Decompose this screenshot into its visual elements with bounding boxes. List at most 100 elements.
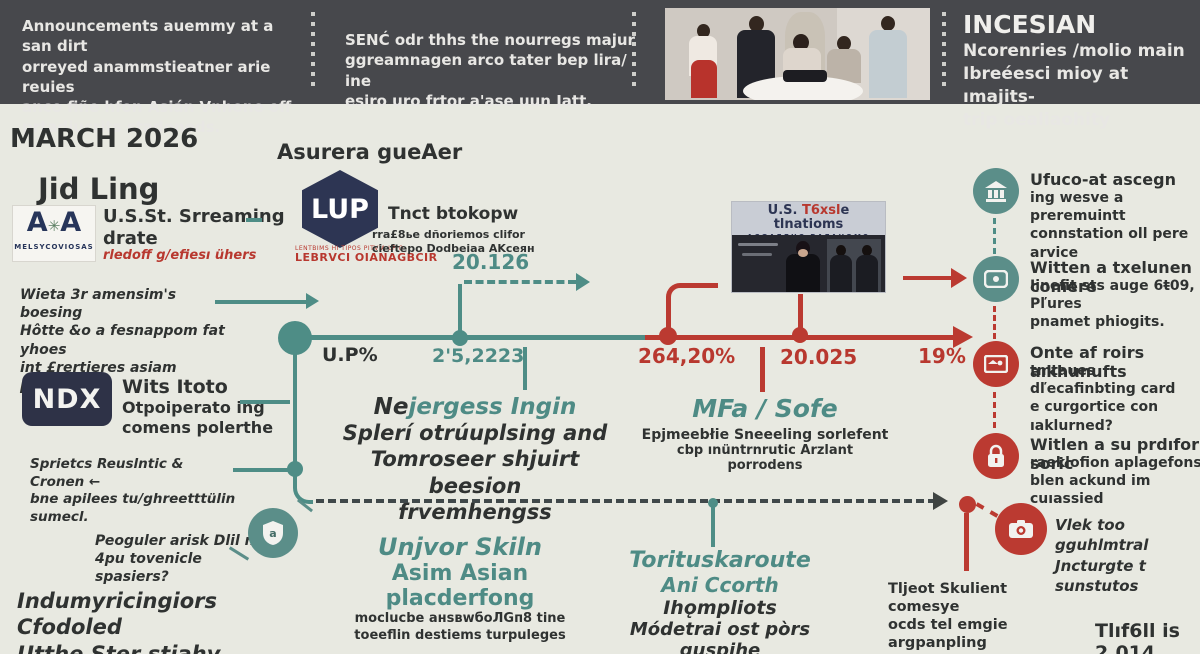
- toritus-title-4: Módetrai ost pòrs guspihe: [629, 619, 811, 654]
- mfa-block: MFa / Sofe Epjmeebłie Sneeeling sorlefen…: [640, 394, 890, 473]
- header-title: INCESIAN: [963, 10, 1097, 39]
- header-divider-1: [311, 12, 315, 92]
- nejergess-body: Splerí otrúuplsing and Tomroseer shjuirt…: [342, 421, 608, 524]
- header-divider-2: [632, 12, 636, 92]
- wits-connector-line: [240, 400, 290, 404]
- dashed-track-line: [316, 499, 936, 503]
- milestone-badge-1: [973, 168, 1019, 214]
- media-title-pre: U.S.: [767, 203, 802, 218]
- timeline-teal-segment: [295, 335, 645, 340]
- lup-logo-text: LUP: [311, 193, 369, 225]
- lup-subtext-tiny: LENTBIMS HI TIPOS PITVIA LP O: [295, 245, 404, 252]
- person-silhouette: [697, 24, 710, 38]
- toritus-title-1: Torituskaroute: [629, 548, 811, 573]
- milestone-title-4: Witlen a su prdıfor soric: [1030, 435, 1200, 473]
- mfa-red-connector: [760, 347, 765, 392]
- asurera-title: Asurera gueAer: [277, 140, 463, 164]
- aa-logo-letter-right: A: [60, 207, 82, 238]
- tnct-body: rra£8ьe dñoriemos clifor cieftepo Dodbei…: [372, 228, 535, 256]
- shield-badge: a: [248, 508, 298, 558]
- unjvor-title-2: Asim Asian placderfong: [385, 561, 535, 611]
- timeline-label-2: 264,20%: [638, 344, 736, 368]
- lup-subtext: LEBRVCI OIANAGBCIR: [295, 251, 438, 264]
- branch-teal-dashed: [464, 280, 576, 284]
- lup-logo: LUP: [302, 170, 378, 248]
- branch-teal-vertical: [458, 284, 462, 332]
- toritus-block: Torituskaroute Ani Ccorth Ihǫmpliots Mód…: [595, 548, 845, 654]
- elbow-teal-connector: [293, 468, 313, 504]
- unjvor-block: Unjvor Skiln Asim Asian placderfong mocl…: [330, 533, 590, 645]
- person-face: [798, 249, 808, 257]
- person-silhouette: [856, 255, 878, 292]
- person-silhouette: [881, 16, 895, 31]
- timeline-node-1: [452, 330, 468, 346]
- milestone-body-1: ing wesve a preremuintt connstation oll …: [1030, 190, 1189, 261]
- person-silhouette: [749, 16, 764, 32]
- person-silhouette: [691, 60, 717, 98]
- milestone-connector: [993, 218, 996, 254]
- timeline-label-1: 2'5,2223: [432, 345, 525, 367]
- header-bar: Announcements auemmy at a san dirt orrey…: [0, 0, 1200, 136]
- media-title-red: T6xsl: [802, 203, 841, 218]
- media-card: U.S. T6xsle tlnatioms ACGAГЛUС РАГАУОМS: [732, 202, 885, 292]
- photo-table-items: [783, 70, 827, 82]
- person-silhouette: [869, 30, 907, 98]
- mfa-body: cbp ınüntrnrutic Arzlant porrodens: [676, 443, 854, 473]
- shield-icon: a: [263, 521, 283, 545]
- timeline-start-label: U.P%: [322, 344, 378, 366]
- aa-logo-subtext: MELSYCOVIOSAS: [14, 243, 94, 251]
- camera-badge: [995, 503, 1047, 555]
- nejergess-block: Nejergess Ingin Splerí otrúuplsing and T…: [335, 394, 615, 525]
- timeline-label-3: 20.025: [780, 345, 858, 369]
- toritus-connector-node: [708, 498, 718, 508]
- person-silhouette: [837, 36, 851, 51]
- red-arrow-line: [903, 276, 953, 280]
- milestone-body-4: raeklofion aplagefons blen ackund im cuı…: [1030, 455, 1200, 508]
- ndx-logo: NDX: [22, 372, 112, 426]
- palm-tree-icon: ✳: [47, 217, 61, 235]
- milestone-body-3: tmtaues dľecafinbting card e curgortice …: [1030, 363, 1176, 434]
- branch-value: 20.126: [452, 250, 530, 274]
- track-end-drop-line: [964, 513, 969, 571]
- tnct-title: Tnct btokopw: [388, 204, 519, 224]
- camera-connector: [975, 502, 999, 518]
- header-subtitle: Ncorenries /molio main Ibreéesci mioy at…: [963, 41, 1185, 130]
- arrow-right-icon: [951, 268, 967, 288]
- timeline-node-2: [659, 327, 677, 345]
- milestone-badge-4: [973, 433, 1019, 479]
- person-silhouette: [786, 254, 820, 292]
- media-title-post: e tlnatioms: [773, 203, 850, 233]
- timeline-start-node: [278, 321, 312, 355]
- bottom-right-note: Tljeot Skulient comesye ocds tel emgie a…: [888, 581, 1058, 654]
- sprietcs-connector-line: [233, 468, 288, 472]
- milestone-title-3: Onte af roirs aıkhunufts: [1030, 343, 1145, 381]
- toritus-title-2: Ani Ccorth: [661, 573, 779, 597]
- svg-text:a: a: [269, 527, 276, 540]
- milestone-title-2: Witten a txelunen comere: [1030, 258, 1192, 296]
- arrow-right-icon: [306, 293, 319, 309]
- camera-note: Vlek too gguhlmtral Jncturgte t sunstuto…: [1055, 516, 1149, 595]
- camera-icon: [1009, 520, 1033, 538]
- milestone-connector: [993, 306, 996, 339]
- bank-icon: [985, 181, 1007, 202]
- toritus-title-3: Ihǫmpliots: [663, 597, 777, 619]
- sprietcs-note: Sprietcs Reuslntic & Cronen ← bne apilee…: [30, 456, 236, 525]
- streaming-subnote: rledoff g/efiesı ühers: [103, 248, 257, 263]
- aa-logo: A✳A MELSYCOVIOSAS: [12, 205, 96, 262]
- person-silhouette: [793, 34, 809, 51]
- header-divider-3: [942, 12, 946, 92]
- wieta-connector-line: [215, 300, 308, 304]
- mfa-title: MFa / Sofe: [692, 394, 838, 423]
- streaming-title: U.S.St. Srreaming drate: [103, 206, 285, 249]
- header-note-1: Announcements auemmy at a san dirt orrey…: [22, 17, 292, 137]
- elbow-red-connector: [666, 283, 718, 331]
- milestone-badge-3: [973, 341, 1019, 387]
- peoguler-note: Peoguler arisk Dlil n 4pu tovenicle spas…: [95, 533, 255, 586]
- arrow-right-icon: [933, 492, 948, 510]
- media-photo-detail: [738, 243, 778, 246]
- milestone-body-2: Iinefit sts auge 6ŧ09, Pľures pnamet phi…: [1030, 278, 1195, 331]
- milestone-badge-2: [973, 256, 1019, 302]
- nejergess-teal-connector: [523, 347, 527, 390]
- nejergess-prefix: Ne: [373, 394, 409, 420]
- header-note-2: SENĆ odr thhs the nourregs majur ggreamn…: [345, 31, 635, 110]
